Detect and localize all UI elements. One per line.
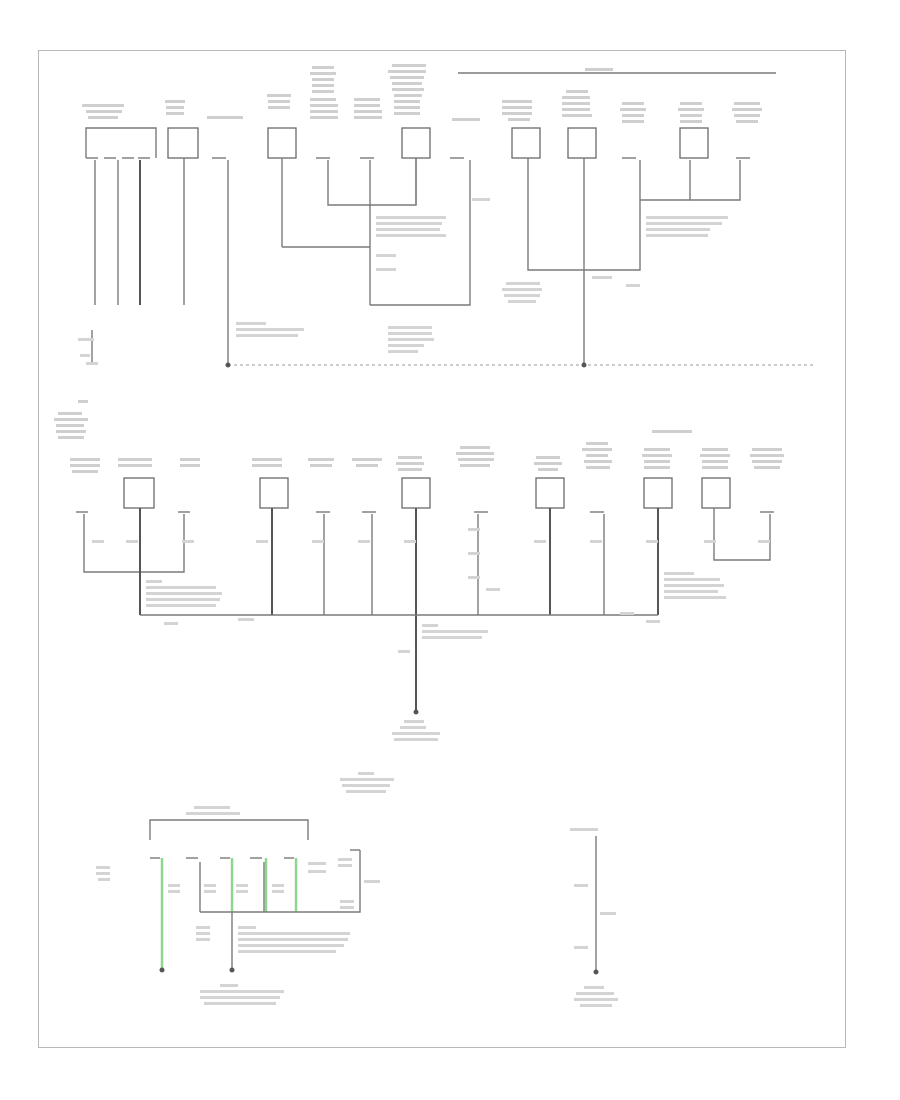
middle-section (54, 400, 784, 741)
diagram-frame (38, 50, 846, 1048)
bottom-section (96, 772, 618, 1007)
top-section (78, 64, 816, 368)
